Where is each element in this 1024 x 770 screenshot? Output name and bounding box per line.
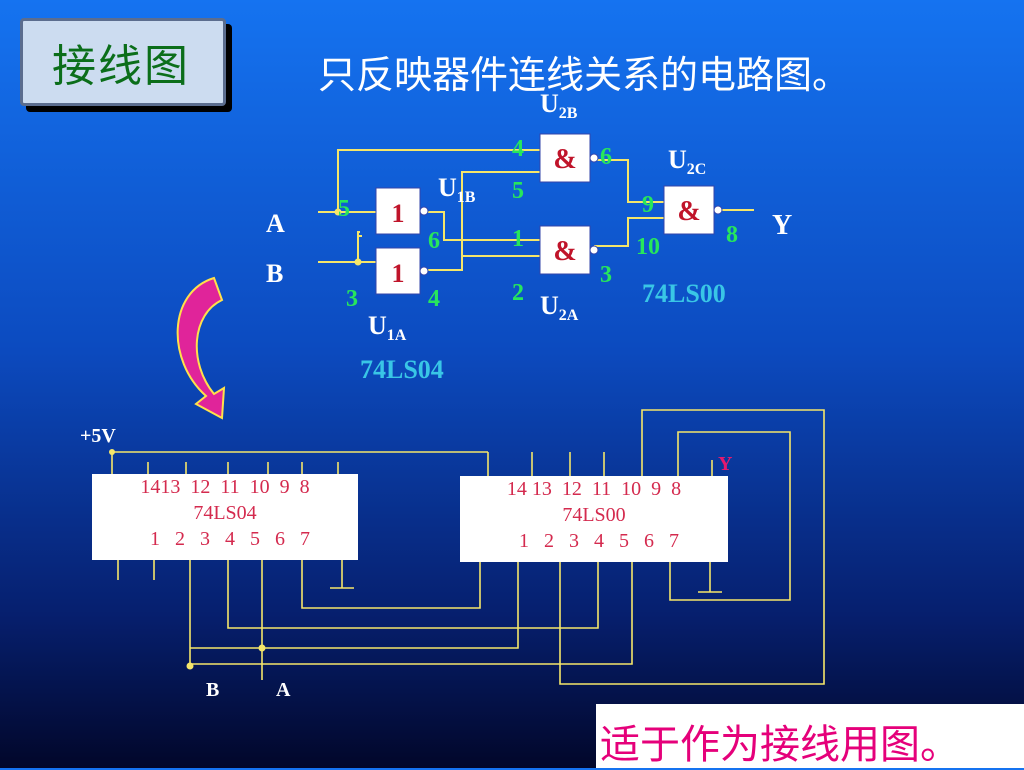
pin-u1b-in: 5 [338,196,350,222]
chip-74ls04-label: 74LS04 [360,355,444,384]
gate-u2b [539,133,591,183]
wire-b-u2a [357,235,362,262]
wiring-y-label: Y [718,453,733,475]
vcc-label: +5V [80,425,116,447]
gate-u1a-symbol: 1 [392,259,405,288]
gate-u1b [375,187,421,235]
curved-down-arrow-icon [176,276,226,420]
gate-u2a-symbol: & [553,236,576,267]
chip-74ls00-label: 74LS00 [642,279,726,308]
chip1-name: 74LS04 [193,502,257,524]
wiring-b-label: B [206,679,219,701]
pin-u2b-in1: 4 [512,136,524,162]
footer-note-box [596,704,1024,768]
unit-u2b-label: U2B [540,89,578,122]
chip1-top-pins: 1413 12 11 10 9 8 [140,476,310,498]
input-b-label: B [266,259,283,288]
wire-chip2-pin4 [190,560,633,665]
junction-a [334,208,342,216]
slide-title: 接线图 [52,41,190,92]
pin-u2a-out: 3 [600,262,612,288]
gate-u1a [375,247,421,295]
pin-u2c-out: 8 [726,222,738,248]
bubble-u2b [589,153,599,163]
gate-u2c [663,185,715,235]
chip1-top-stubs [147,462,339,474]
wire-chip1-pin6 [301,560,481,609]
chip-74ls04-box: 1413 12 11 10 9 8 74LS04 1 2 3 4 5 6 7 [92,474,358,560]
junction-vcc [109,449,115,455]
bubble-u2c [713,205,723,215]
pin-u2a-in2: 2 [512,280,524,306]
wire-a-to-u2b [337,149,540,212]
chip2-top-pins: 14 13 12 11 10 9 8 [506,478,682,500]
title-scroll [20,18,226,106]
bubble-u2a [589,245,599,255]
pin-u1a-in: 3 [346,286,358,312]
output-y-label: Y [772,210,792,241]
junction-a-wire [258,644,266,652]
pin-u2c-in2: 10 [636,234,660,260]
gate-u2c-symbol: & [677,196,700,227]
chip2-top-stubs [531,452,605,476]
bubble-u1b [419,206,429,216]
wire-chip2-pin2 [190,560,519,649]
pin-u2a-in1: 1 [512,226,524,252]
junction-b [354,258,362,266]
unit-u1a-label: U1A [368,311,407,344]
pin-u1a-out: 4 [428,286,440,312]
chip2-name: 74LS00 [562,504,626,526]
wire-u2a-u2c [594,217,664,247]
wire-u2b-u2c [594,159,664,203]
unit-u2a-label: U2A [540,291,579,324]
wire-u1a-u2b [428,171,540,271]
wire-chip2-pin9 [669,431,791,601]
junction-b-wire [186,662,194,670]
slide-heading: 只反映器件连线关系的电路图。 [318,53,851,97]
gate-u2a [539,225,591,275]
chip1-bottom-pins: 1 2 3 4 5 6 7 [140,528,310,550]
chip2-bottom-pins: 1 2 3 4 5 6 7 [509,530,679,552]
pin-u2b-in2: 5 [512,178,524,204]
unit-u1b-label: U1B [438,173,476,206]
wire-u1b-u2a [428,211,540,241]
gate-u2b-symbol: & [553,144,576,175]
unit-u2c-label: U2C [668,145,706,178]
chip-74ls00-box: 14 13 12 11 10 9 8 74LS00 1 2 3 4 5 6 7 [460,476,728,562]
wire-chip1-pin4 [227,560,599,629]
pin-u1b-out: 6 [428,228,440,254]
input-a-label: A [266,209,285,238]
footer-note: 适于作为接线用图。 [600,722,960,768]
bubble-u1a [419,266,429,276]
pin-u2c-in1: 9 [642,192,654,218]
gate-u1b-symbol: 1 [392,199,405,228]
pin-u2b-out: 6 [600,144,612,170]
wiring-a-label: A [276,679,291,701]
